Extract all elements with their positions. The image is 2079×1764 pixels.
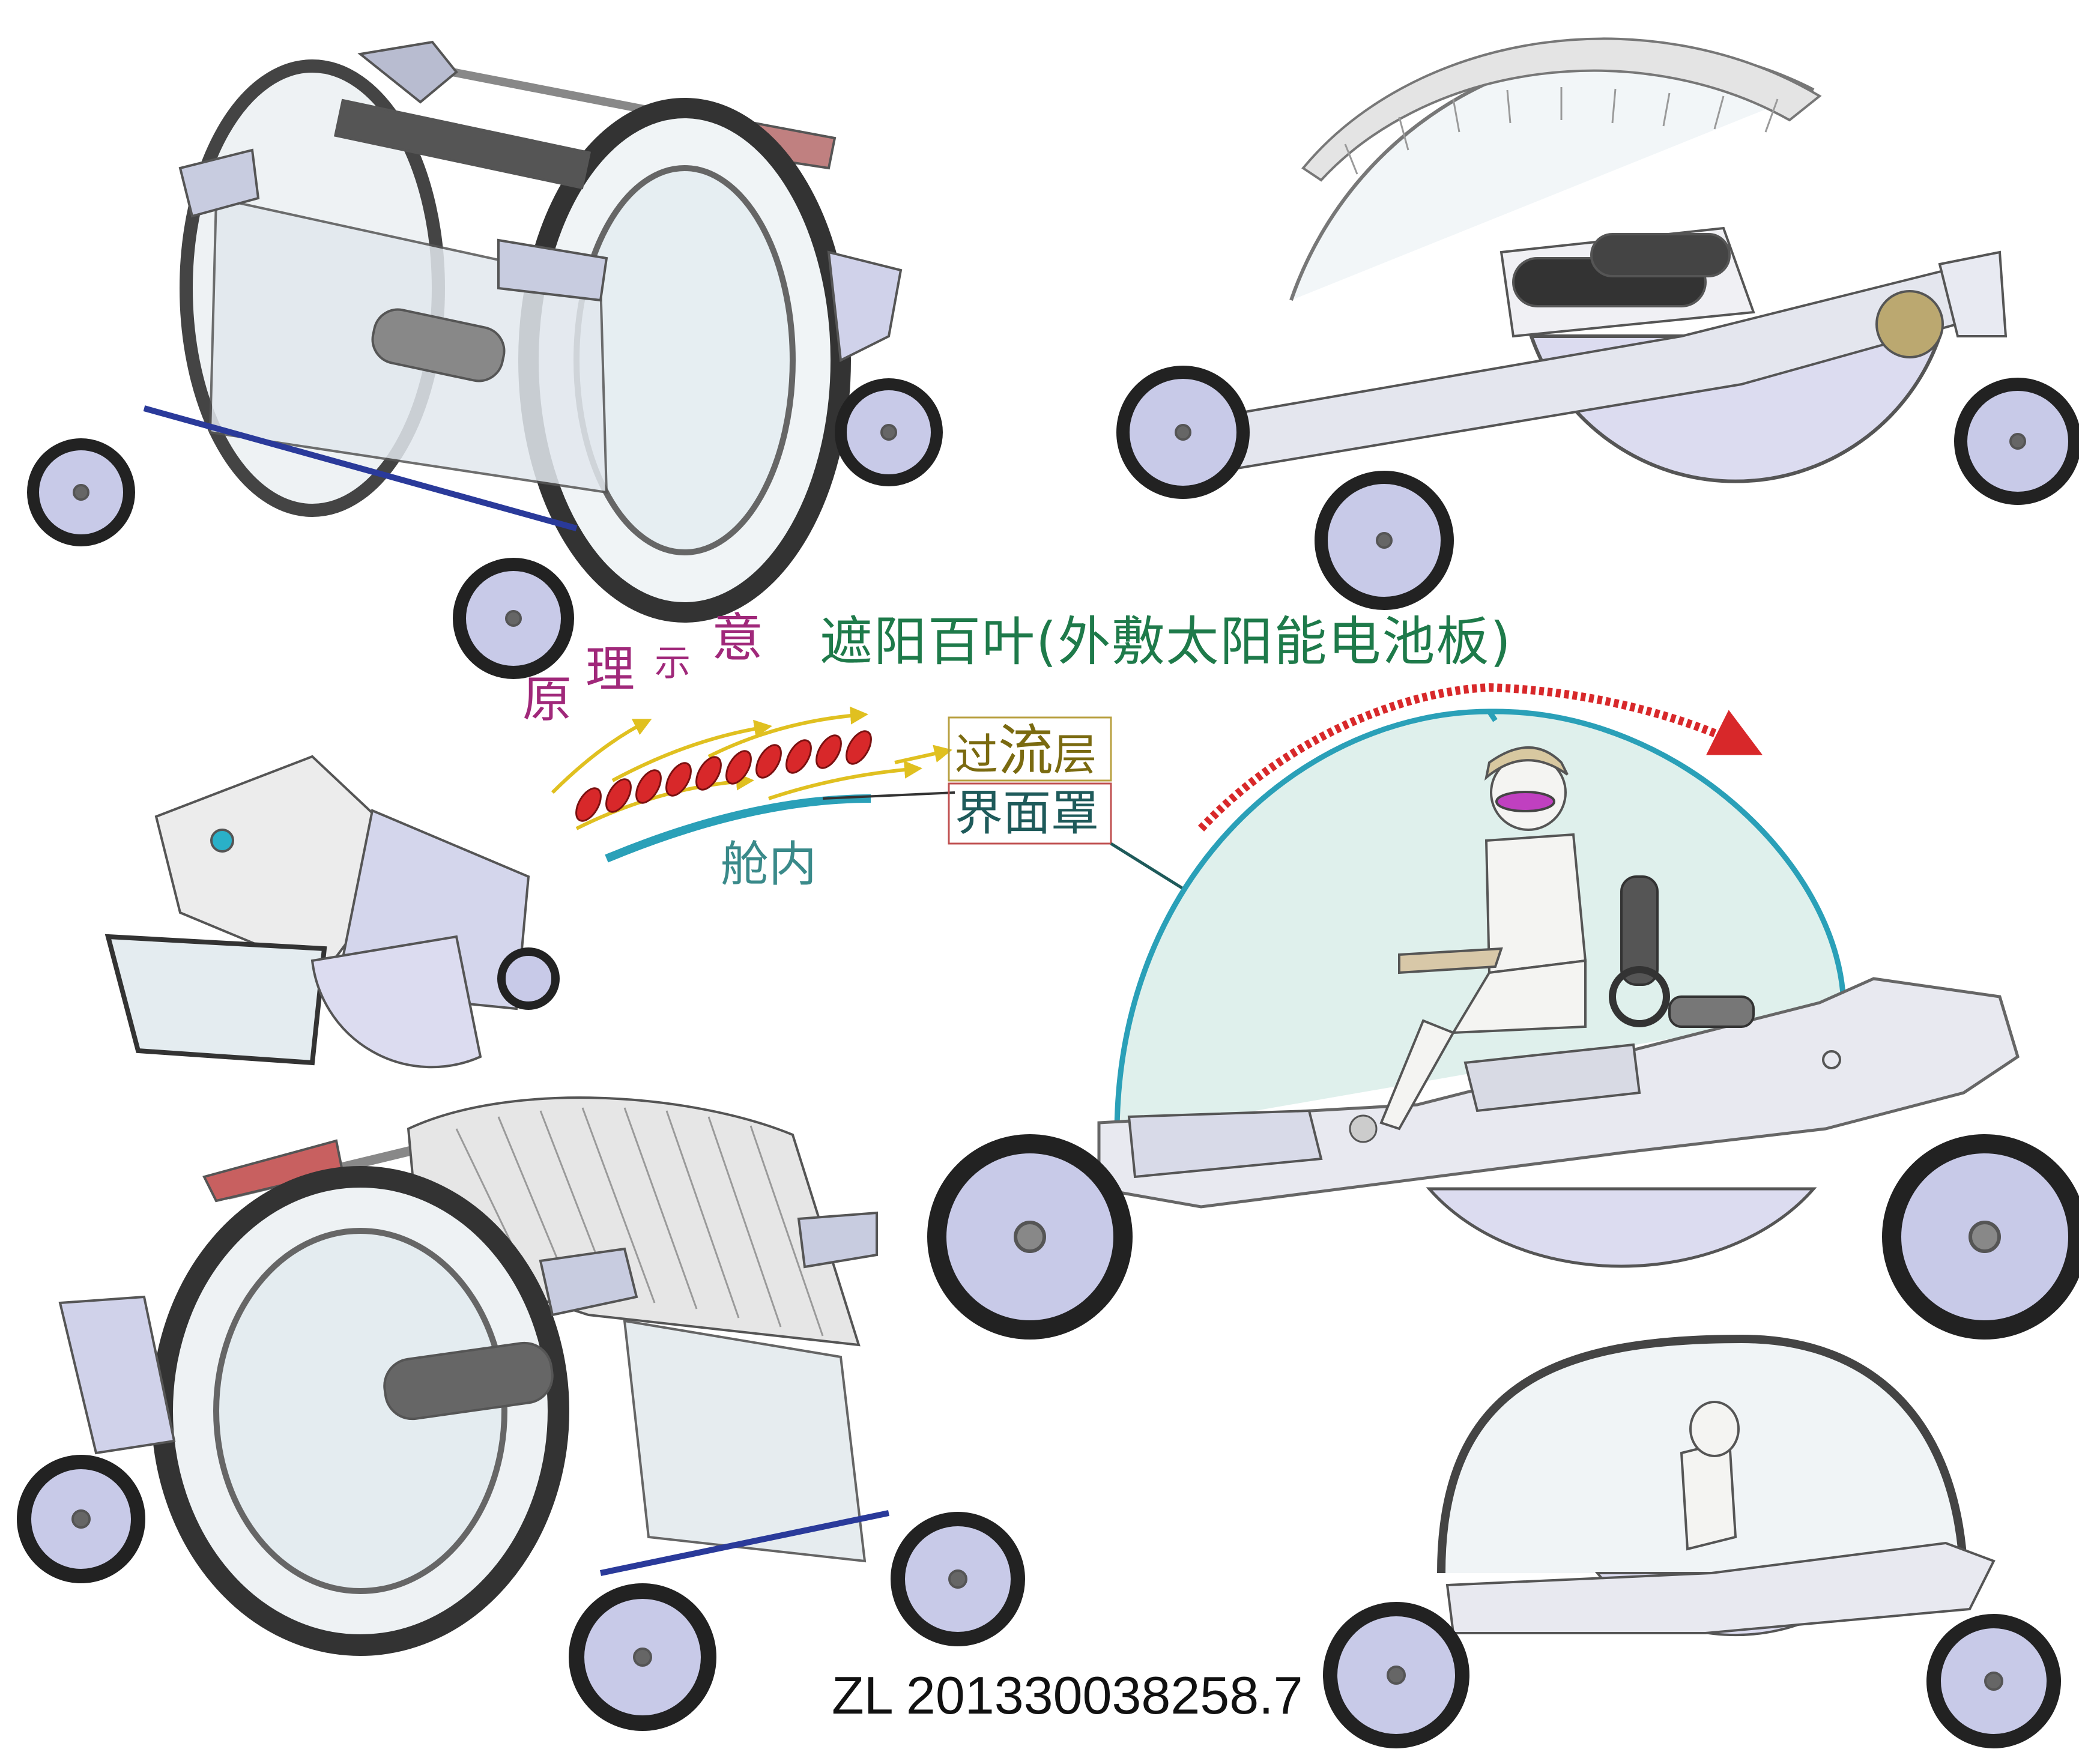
principle-label-yi: 意 [712,608,763,668]
vehicle-bottom-right [1323,1334,2061,1748]
interface-mask-label: 界面罩 [955,785,1099,841]
patent-number: ZL 201330038258.7 [832,1666,1303,1725]
vehicle-bottom-left [17,1096,1025,1731]
seated-person-figure [1379,746,1587,1131]
office-chair-icon [1609,875,1755,1028]
interface-mask-box [948,782,1112,845]
louver-slat-icon [575,730,872,822]
dome-canopy [1114,708,1847,1135]
louver-title: 遮阳百叶(外敷太阳能电池板) [820,611,1512,672]
flow-layer-char-3: 层 [1053,729,1097,780]
flow-layer-char-2: 流 [998,719,1054,783]
flow-layer-char-1: 过 [955,729,999,780]
principle-label-yuan: 原 [522,671,572,728]
principle-label-li: 理 [586,641,635,698]
vehicle-top-right [1116,37,2079,610]
flow-layer-box [948,716,1112,782]
cabin-interior-label: 舱内 [721,836,817,892]
vehicle-middle-left [104,755,560,1069]
vehicle-top-left [27,40,943,679]
principle-label-shi: 示 [655,642,691,684]
principle-diagram [551,706,1184,890]
louver-red-arc [1197,683,1763,832]
flow-layer-label: 过流层 [955,723,1097,779]
vehicle-main-side [927,683,2079,1340]
airflow-arrow-icon [551,719,652,794]
